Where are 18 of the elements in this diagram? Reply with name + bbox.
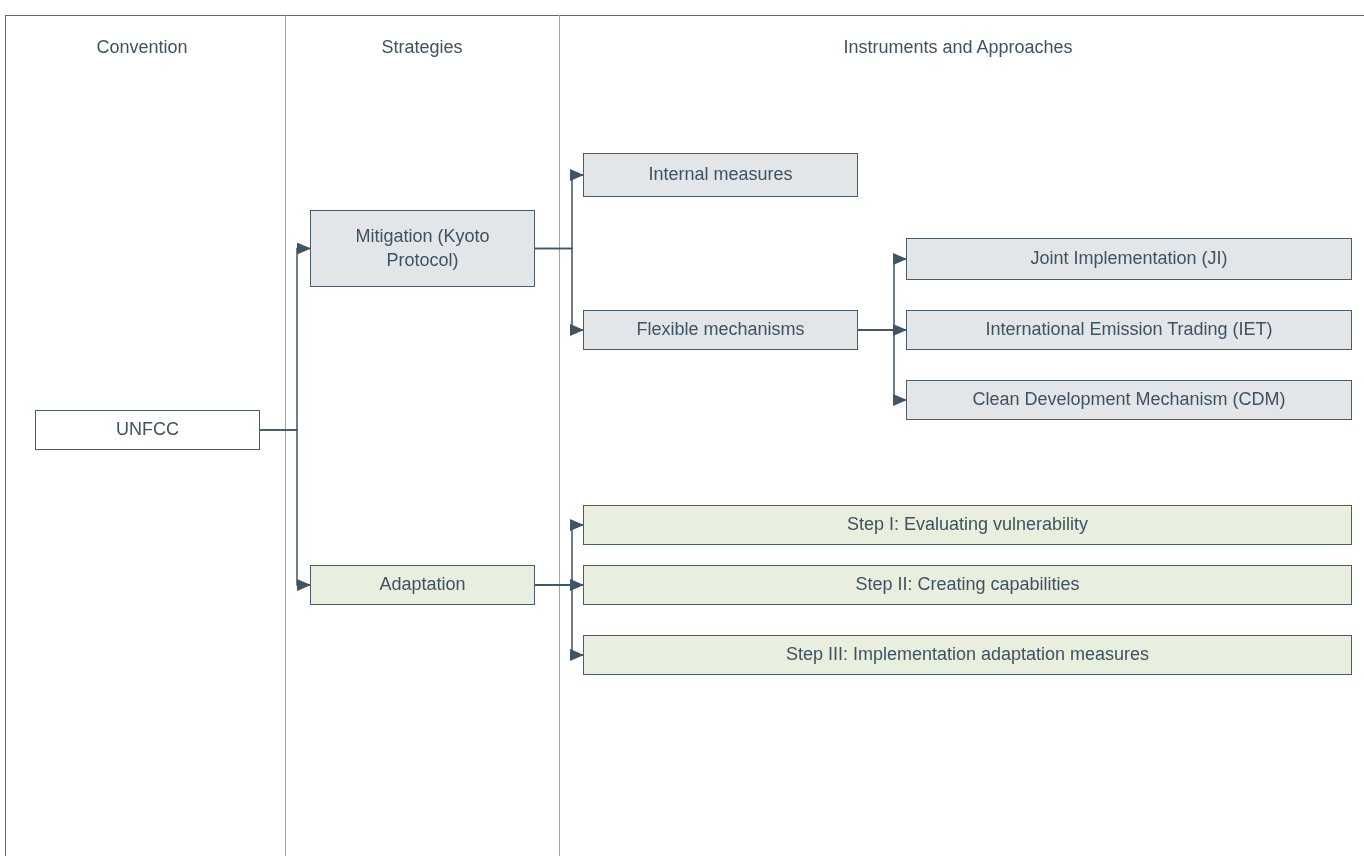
process-box: Mitigation (Kyoto Protocol) — [310, 210, 535, 287]
connector-arrow — [857, 329, 907, 406]
connector-arrow — [534, 584, 584, 661]
connector-arrow — [534, 247, 584, 336]
process-box: Clean Development Mechanism (CDM) — [906, 380, 1352, 420]
column-heading: Convention — [96, 36, 188, 59]
column-heading: Instruments and Approaches — [843, 36, 1073, 59]
process-box: Adaptation — [310, 565, 535, 605]
connector-arrow — [259, 429, 311, 591]
process-box: Joint Implementation (JI) — [906, 238, 1352, 280]
process-box: Step III: Implementation adaptation measures — [583, 635, 1352, 675]
process-box: Step I: Evaluating vulnerability — [583, 505, 1352, 545]
process-box: Flexible mechanisms — [583, 310, 858, 350]
process-box: Step II: Creating capabilities — [583, 565, 1352, 605]
process-box: UNFCC — [35, 410, 260, 450]
column-heading: Strategies — [381, 36, 463, 59]
process-box: Internal measures — [583, 153, 858, 197]
process-box: International Emission Trading (IET) — [906, 310, 1352, 350]
